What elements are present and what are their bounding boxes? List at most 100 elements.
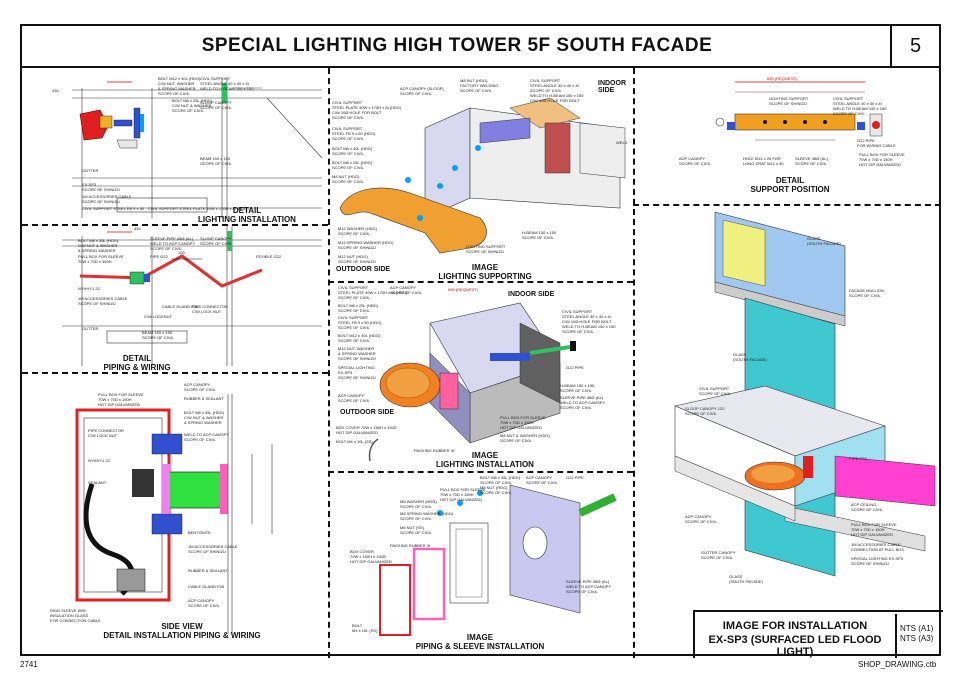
- h-beam-section: [544, 122, 571, 174]
- gutter-canopy: [674, 455, 796, 522]
- note: C/W NUT & WASHER: [172, 103, 212, 108]
- note: ACP CANOPY: [390, 285, 417, 290]
- note: M8 NUT (HDG): [332, 174, 360, 179]
- lighting-support: [734, 113, 856, 131]
- bolt: [477, 490, 483, 496]
- note: STEEL ANGLE 40 x 40 x 4t: [530, 83, 579, 88]
- note: M12 NUT (HDG): [338, 254, 368, 259]
- note: M8 NUT (HDG): [480, 485, 508, 490]
- caption: DETAIL SUPPORT POSITION: [750, 176, 830, 194]
- panel-facade-image: GLASS (SOUTH FACADE) FACADE MULLION SCOP…: [635, 206, 941, 608]
- pipe: [227, 231, 232, 251]
- note: M8 NUT (SS): [400, 525, 424, 530]
- packing-rubber: [412, 547, 446, 621]
- caption: DETAIL PIPING & WIRING: [103, 354, 171, 372]
- note: STEEL FB 9 x 50 (HDG): [338, 320, 382, 325]
- note: BENTONITE: [188, 530, 211, 535]
- note: SCOPE OF CIVIL: [685, 519, 717, 524]
- title-block-line1: IMAGE FOR INSTALLATION: [722, 620, 868, 632]
- dimension-label: 100: [178, 250, 185, 255]
- note: 1M ACCESSORIES CABLE: [188, 544, 238, 549]
- note: CABLE GLAND P26: [188, 584, 225, 589]
- note: SCOPE OF SHINIZU: [851, 561, 889, 566]
- note: SCOPE OF SHINIZU: [188, 549, 226, 554]
- note: GUTTER CANOPY: [701, 550, 736, 555]
- note: 1M ACCESSORIES CABLE: [82, 194, 132, 199]
- sleeve-pipe: [166, 471, 223, 509]
- lighting-support: [99, 115, 113, 129]
- pull-box: [803, 456, 813, 478]
- side-label: OUTDOOR SIDE: [340, 409, 395, 416]
- civil-support-angle: [479, 117, 531, 144]
- note: SCOPE OF CIVIL: [400, 516, 432, 521]
- note: GLASS: [729, 574, 743, 579]
- sleeve: [872, 121, 880, 129]
- note: HOT DIP GALVANIZED: [98, 402, 140, 407]
- note: PACKING RUBBER 3t: [414, 448, 454, 453]
- civil-support: [857, 122, 865, 130]
- note: NYHHY1 2C: [88, 458, 111, 463]
- note: C/W 10Ø HOLE FOR BOLT: [562, 319, 612, 324]
- note: LIGHTING SUPPORT: [466, 244, 506, 249]
- cable-gland: [116, 568, 146, 592]
- note: PULL BOX FOR SLEEVE: [500, 415, 546, 420]
- note: M8 WASHER (HDG): [400, 499, 437, 504]
- note: FOR CONNECTION CABLE: [50, 618, 101, 623]
- civil-support: [490, 353, 530, 361]
- note: 1M ACCESSORIES CABLE: [78, 296, 128, 301]
- civil-support: [113, 119, 133, 127]
- scale-a3: NTS (A3): [900, 634, 934, 643]
- side-view-drawing: [75, 394, 273, 634]
- note: ACP CANOPY: [685, 514, 712, 519]
- section-drawing: [72, 78, 323, 218]
- pipe-connector: [132, 469, 154, 497]
- note: EX-SP3: [338, 370, 353, 375]
- note: SCOPE OF CIVIL: [833, 111, 865, 116]
- note: G22 PIPE: [566, 365, 584, 370]
- note: SCOPE OF SHINIZU: [82, 187, 120, 192]
- footer-right: SHOP_DRAWING.ctb: [858, 660, 937, 669]
- note: 1M ACCESSORIES CABLE: [851, 542, 901, 547]
- note: G22 PIPE: [566, 475, 584, 480]
- note: SCOPE OF CIVIL: [188, 603, 220, 608]
- note: ACP CANOPY (SLOOP): [400, 86, 444, 91]
- note: FACADE MULLION: [849, 288, 884, 293]
- note: SCOPE OF CIVIL: [332, 136, 364, 141]
- divider: [328, 68, 330, 658]
- note: SCOPE OF SHINIZU: [338, 245, 376, 250]
- bolt: [417, 215, 423, 221]
- note: SCOPE OF CIVIL: [338, 231, 370, 236]
- note: SCOPE OF CIVIL: [522, 235, 554, 240]
- note: PULL BOX FOR SLEEVE: [851, 522, 897, 527]
- pull-box: [449, 522, 489, 604]
- civil-support: [727, 122, 735, 130]
- note: 70W x 70D x 150H: [859, 157, 893, 162]
- note: BEAM 150 x 150: [142, 330, 173, 335]
- note: SCOPE OF CIVIL: [685, 411, 717, 416]
- sleeve-pipe: [144, 274, 150, 282]
- facade-isometric: [674, 211, 936, 577]
- note: BOX COVER 70W x 150H x 150D: [336, 425, 397, 430]
- note: HOT DIP GALVANIZED: [336, 430, 378, 435]
- note: SCOPE OF SHINIZU: [338, 259, 376, 264]
- note: C/W LOCK NUT: [192, 309, 222, 314]
- note: PIPE CONNECTOR: [192, 304, 228, 309]
- note: HOT DIP GALVANIZED: [851, 532, 893, 537]
- note: SCOPE OF CIVIL: [400, 91, 432, 96]
- note: LIGHTING SUPPORT: [769, 96, 809, 101]
- title-block-line2: EX-SP3 (SURFACED LED FLOOD LIGHT): [708, 634, 882, 658]
- note: M12 NUT, WASHER: [338, 346, 375, 351]
- bolt: [457, 500, 463, 506]
- note: NYHHY1 2C: [78, 286, 101, 291]
- note: SCOPE OF CIVIL: [849, 293, 881, 298]
- note: C/W 10Ø HOLE FOR BOLT: [332, 110, 382, 115]
- note: SCOPE OF CIVIL: [699, 391, 731, 396]
- note: PIPE G22: [150, 254, 168, 259]
- note: SLOOP CANOPY: [200, 100, 232, 105]
- side-label: INDOOR SIDE: [508, 291, 555, 298]
- title-block: IMAGE FOR INSTALLATION EX-SP3 (SURFACED …: [693, 610, 943, 658]
- note: SCOPE OF CIVIL: [480, 490, 512, 495]
- note: 70W x 70D x 150H: [851, 527, 885, 532]
- isometric-drawing: [368, 302, 576, 462]
- pull-box: [439, 372, 459, 410]
